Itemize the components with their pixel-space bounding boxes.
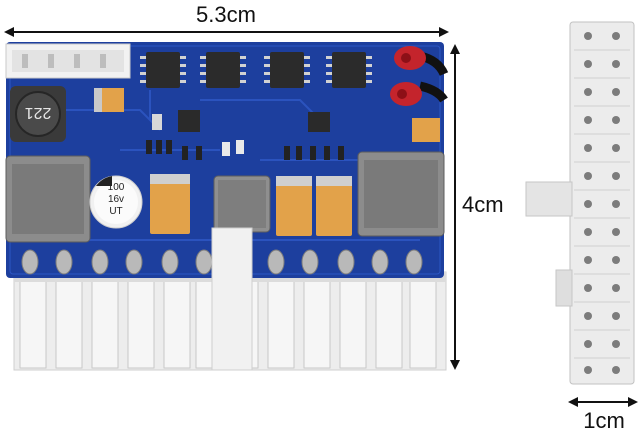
side-view-connector	[525, 21, 635, 385]
tantalum-capacitors	[150, 174, 352, 236]
tantalum-capacitor-right	[412, 118, 440, 142]
capacitor-text-2: 16v	[108, 194, 124, 205]
capacitor-text-1: 100	[108, 182, 125, 193]
depth-dimension: 1cm	[568, 397, 638, 431]
mosfet-chips	[140, 52, 372, 88]
square-inductor-left	[5, 155, 91, 243]
square-inductor-right	[357, 151, 445, 237]
width-label: 5.3cm	[196, 2, 256, 27]
square-inductor-middle	[213, 175, 271, 233]
smd-resistors	[146, 114, 344, 160]
width-dimension: 5.3cm	[4, 2, 449, 37]
height-dimension: 4cm	[450, 44, 504, 370]
power-wires	[390, 46, 449, 106]
capacitor-text-3: UT	[109, 206, 122, 217]
electrolytic-capacitor: 100 16v UT	[89, 175, 143, 229]
solder-pins	[21, 249, 423, 275]
power-inductor: 221	[10, 86, 66, 142]
height-label: 4cm	[462, 192, 504, 217]
controller-chips	[178, 110, 330, 132]
inductor-marking: 221	[25, 104, 52, 121]
connector-latch	[211, 227, 253, 371]
small-header-connector	[5, 43, 131, 79]
depth-label: 1cm	[583, 408, 625, 431]
